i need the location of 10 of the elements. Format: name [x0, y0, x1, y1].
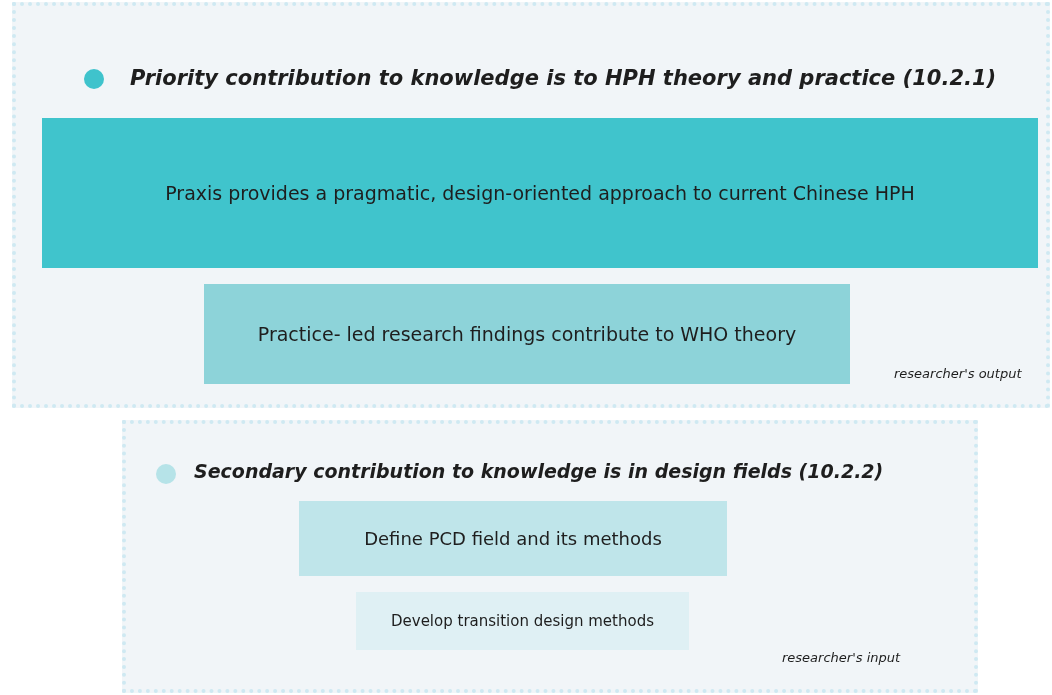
text-box: Develop transition design methods — [356, 592, 689, 650]
text-box: Define PCD field and its methods — [299, 501, 727, 576]
section-panel — [122, 420, 978, 693]
section-panel — [12, 2, 1050, 408]
note-text: researcher's input — [782, 650, 901, 665]
text-box: Praxis provides a pragmatic, design-oriented approach to current Chinese HPH — [42, 118, 1038, 268]
section-heading: Priority contribution to knowledge is to HPH theory and practice (10.2.1) — [130, 66, 997, 90]
note-text: researcher's output — [894, 366, 1022, 381]
section-heading: Secondary contribution to knowledge is in design fields (10.2.2) — [194, 460, 884, 482]
text-box: Practice- led research findings contribute to WHO theory — [204, 284, 850, 384]
